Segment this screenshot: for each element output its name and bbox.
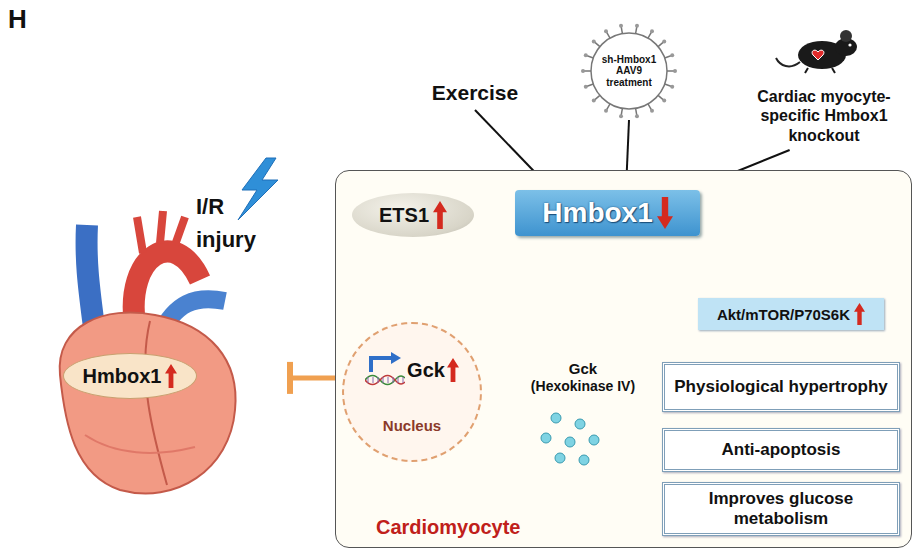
gene-label: Gck — [407, 359, 445, 382]
compartment-label: Nucleus — [344, 417, 480, 434]
pathway-label: Akt/mTOR/P70S6K — [717, 306, 850, 323]
injury-label: I/R injury — [196, 190, 276, 256]
effect-label: Physiological hypertrophy — [674, 377, 888, 397]
effect-box: Anti-apoptosis — [662, 428, 900, 472]
ets1-ellipse: ETS1 — [352, 193, 474, 237]
protein-label: Hmbox1 — [542, 197, 652, 229]
effect-box: Improves glucose metabolism — [662, 482, 900, 536]
stimulus-label: Exercise — [432, 81, 518, 105]
hmbox1-oval: Hmbox1 — [63, 353, 197, 399]
red-arrow — [433, 199, 447, 231]
protein-subtitle: (Hexokinase IV) — [522, 378, 644, 395]
cell-label: Cardiomyocyte — [376, 516, 521, 539]
inhibition-bar — [287, 362, 293, 394]
effect-label: Improves glucose metabolism — [673, 489, 889, 528]
red-arrow — [447, 356, 459, 384]
protein-label: Hmbox1 — [83, 365, 162, 388]
stimulus-text: Exercise — [418, 76, 532, 110]
effect-box: Physiological hypertrophy — [662, 362, 900, 412]
gck-protein: Gck(Hexokinase IV) — [522, 360, 644, 468]
pathway-box: Akt/mTOR/P70S6K — [698, 298, 884, 330]
virus-label: sh-Hmbox1 AAV9 treatment — [598, 54, 660, 89]
nucleus-circle: GckNucleus — [342, 322, 482, 462]
connector — [290, 362, 335, 394]
knockout-text: Cardiac myocyte-specific Hmbox1 knockout — [738, 82, 910, 150]
red-arrow — [165, 361, 177, 391]
enzyme-dots — [536, 410, 616, 466]
knockout-label: Cardiac myocyte-specific Hmbox1 knockout — [746, 87, 902, 145]
protein-label: Gck — [522, 360, 644, 378]
red-arrow — [657, 195, 673, 231]
panel-letter: H — [8, 4, 27, 35]
virus-icon: sh-Hmbox1 AAV9 treatment — [580, 22, 678, 120]
red-arrow — [854, 302, 865, 326]
cardiomyocyte-box: Cardiomyocyte ETS1 Hmbox1Akt/mTOR/P70S6K Gc… — [335, 170, 912, 548]
mouse-icon — [776, 30, 857, 73]
protein-label: ETS1 — [379, 204, 429, 227]
hmbox1-box: Hmbox1 — [515, 190, 700, 236]
effect-label: Anti-apoptosis — [722, 440, 841, 460]
connector-line — [290, 375, 335, 380]
dna-promoter-icon — [365, 350, 405, 390]
lightning-bolt — [238, 158, 278, 220]
gene-row: Gck — [344, 350, 480, 390]
